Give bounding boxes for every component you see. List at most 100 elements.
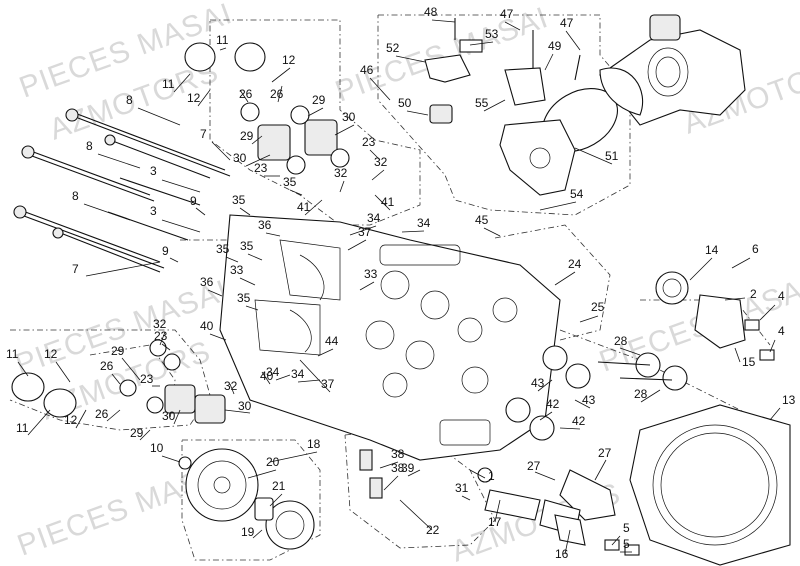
callout-number: 27 — [598, 446, 612, 460]
callout-number: 43 — [582, 393, 596, 407]
leader-line — [299, 359, 331, 393]
callout-number: 26 — [270, 87, 284, 101]
callout-number: 8 — [126, 93, 133, 107]
callout-number: 35 — [240, 239, 254, 253]
callout-number: 16 — [555, 547, 569, 561]
leader-line — [539, 411, 553, 421]
bolt-part — [71, 111, 226, 171]
leader-line — [261, 371, 271, 385]
leader-line — [769, 407, 781, 421]
leader-line — [554, 271, 576, 286]
callout-number: 46 — [360, 63, 374, 77]
leader-line — [349, 225, 377, 236]
callout-number: 4 — [778, 289, 785, 303]
leader-line — [395, 55, 426, 63]
callout-number: 50 — [398, 96, 412, 110]
leader-line — [239, 207, 251, 216]
callout-number: 47 — [500, 7, 514, 21]
callout-number: 39 — [401, 461, 415, 475]
leader-line — [594, 459, 607, 481]
callout-number: 36 — [258, 218, 272, 232]
leader-line — [544, 53, 554, 71]
callout-number: 35 — [216, 242, 230, 256]
callout-number: 32 — [153, 317, 167, 331]
leader-line — [731, 257, 751, 269]
leader-line — [347, 239, 367, 251]
leader-line — [565, 30, 581, 51]
valve-train — [11, 42, 350, 424]
leader-line — [137, 107, 181, 126]
callout-number: 14 — [705, 243, 719, 257]
leader-line — [579, 315, 599, 323]
leader-line — [406, 110, 429, 116]
callout-number: 44 — [325, 334, 339, 348]
callout-number: 34 — [291, 367, 305, 381]
leader-line — [469, 469, 486, 479]
leader-line — [399, 499, 433, 531]
leader-line — [121, 357, 141, 381]
callout-number: 40 — [200, 319, 214, 333]
callout-number: 6 — [752, 242, 759, 256]
callout-number: 35 — [237, 291, 251, 305]
leader-line — [269, 451, 318, 463]
head-bolts — [13, 108, 231, 273]
leader-line — [564, 529, 571, 555]
callout-number: 51 — [605, 149, 619, 163]
leader-line — [307, 107, 324, 117]
leader-line — [483, 99, 506, 112]
callout-number: 7 — [72, 262, 79, 276]
leader-line — [734, 347, 741, 363]
callout-number: 38 — [391, 461, 405, 475]
leader-line — [211, 141, 231, 161]
leader-line — [251, 135, 263, 145]
leader-line — [247, 469, 277, 479]
leader-line — [209, 333, 227, 341]
callout-number: 7 — [200, 127, 207, 141]
leader-line — [207, 289, 223, 297]
callout-number: 26 — [95, 407, 109, 421]
leader-line — [27, 409, 51, 436]
leader-line — [161, 179, 201, 193]
callout-number: 43 — [531, 376, 545, 390]
leader-line — [85, 261, 161, 277]
callout-number: 49 — [548, 39, 562, 53]
leader-line — [161, 455, 181, 463]
cylinder-head — [219, 214, 561, 461]
callout-number: 11 — [16, 421, 29, 435]
callout-number: 12 — [187, 91, 201, 105]
callout-number: 45 — [475, 213, 489, 227]
callout-number: 15 — [742, 355, 756, 369]
leader-line — [504, 21, 521, 31]
callout-number: 55 — [475, 96, 489, 110]
leader-line — [161, 343, 171, 351]
leader-line — [574, 399, 591, 409]
callout-number: 11 — [162, 77, 175, 91]
callout-number: 48 — [424, 5, 438, 19]
leader-line — [225, 256, 239, 263]
leader-line — [359, 281, 375, 291]
callout-number: 27 — [527, 459, 541, 473]
callout-number: 23 — [254, 161, 268, 175]
callout-number: 26 — [239, 87, 253, 101]
leader-line — [173, 73, 191, 93]
callout-number: 29 — [111, 344, 125, 358]
callout-number: 36 — [200, 275, 214, 289]
callout-number: 29 — [240, 129, 254, 143]
callout-number: 19 — [241, 525, 255, 539]
callout-number: 25 — [591, 300, 605, 314]
callout-number: 28 — [634, 387, 648, 401]
callout-number: 41 — [381, 195, 395, 209]
callout-number: 32 — [334, 166, 348, 180]
callout-number: 12 — [282, 53, 296, 67]
leader-line — [317, 348, 334, 357]
callout-number: 37 — [321, 377, 335, 391]
leader-line — [494, 499, 501, 523]
leader-line — [369, 149, 381, 161]
leader-line — [401, 230, 425, 233]
leader-lines — [17, 19, 781, 555]
leader-line — [461, 495, 471, 501]
leader-line — [537, 379, 553, 392]
leader-line — [55, 361, 71, 383]
